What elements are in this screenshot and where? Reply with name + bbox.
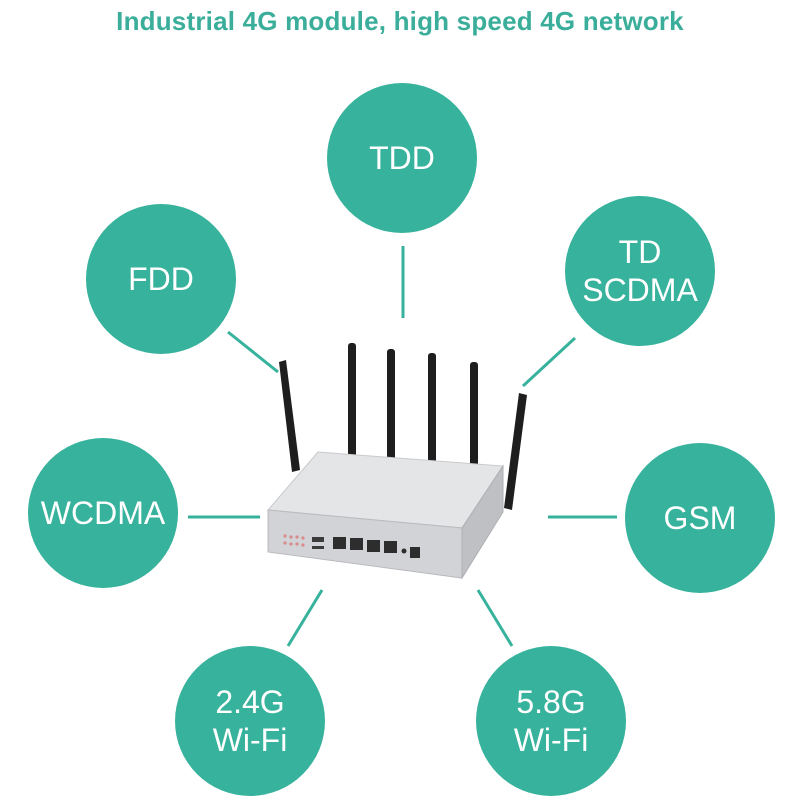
- bubble-wcdma: WCDMA: [28, 438, 178, 588]
- connector-lines: [188, 246, 617, 647]
- connector-wifi-58: [476, 589, 514, 647]
- reset-button-icon: [401, 548, 407, 554]
- sim-slot-icon: [312, 546, 324, 549]
- bubble-label: 2.4G Wi-Fi: [212, 684, 288, 758]
- page-title: Industrial 4G module, high speed 4G netw…: [116, 6, 684, 36]
- bubble-wifi-58: 5.8G Wi-Fi: [476, 646, 626, 796]
- bubble-fdd: FDD: [86, 204, 236, 354]
- bubble-label: FDD: [128, 261, 194, 297]
- bubble-wifi-24: 2.4G Wi-Fi: [175, 646, 325, 796]
- status-leds: [283, 534, 305, 547]
- antenna-icon: [348, 343, 356, 463]
- bubble-label: TD SCDMA: [582, 234, 698, 308]
- bubble-tdd: TDD: [327, 83, 477, 233]
- ethernet-ports: [333, 537, 397, 553]
- ethernet-port-icon: [367, 540, 380, 552]
- ethernet-port-icon: [384, 541, 397, 553]
- router-side: [461, 464, 504, 580]
- bubble-label: 5.8G Wi-Fi: [513, 684, 589, 758]
- connector-td-scdma: [521, 336, 577, 388]
- ethernet-port-icon: [333, 537, 346, 549]
- antenna-icon: [428, 353, 436, 467]
- antenna-icon: [504, 393, 527, 510]
- ethernet-port-icon: [350, 538, 363, 550]
- router-image: [266, 343, 527, 580]
- bubble-label: TDD: [369, 140, 435, 176]
- bubble-label: WCDMA: [40, 495, 166, 531]
- bubble-label: GSM: [663, 500, 737, 536]
- antenna-icon: [470, 362, 478, 472]
- power-jack-icon: [410, 547, 420, 558]
- connector-wifi-24: [286, 589, 324, 647]
- antenna-icon: [387, 349, 395, 465]
- antenna-icon: [279, 360, 300, 472]
- bubble-td-scdma: TD SCDMA: [565, 196, 715, 346]
- usb-port-icon: [312, 537, 324, 542]
- bubble-gsm: GSM: [625, 443, 775, 593]
- antenna-icons: [279, 343, 527, 510]
- connector-fdd: [227, 330, 279, 374]
